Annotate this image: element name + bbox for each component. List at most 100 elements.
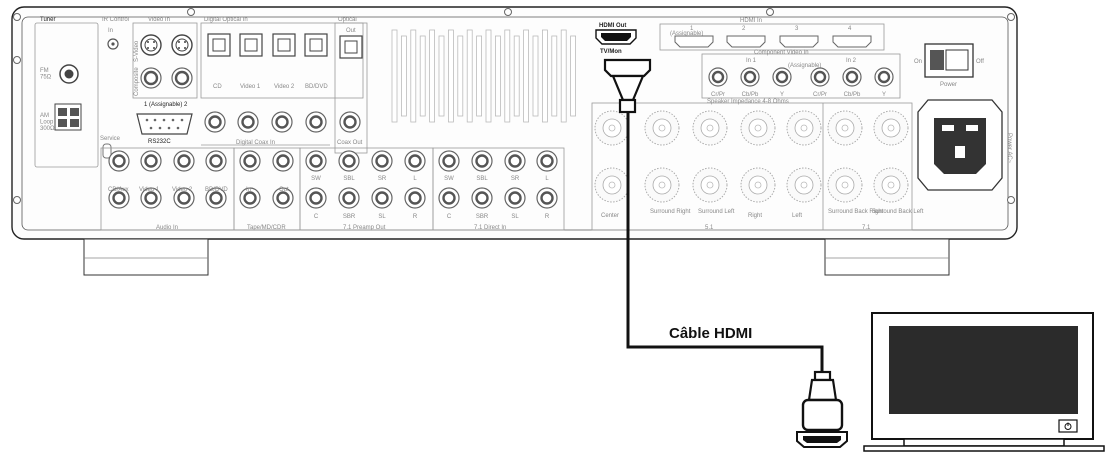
speaker-binding-post[interactable]	[594, 167, 630, 203]
hdmi-in-1-port[interactable]	[674, 35, 714, 48]
heatsink-fin	[532, 35, 539, 117]
component-title: Component Video In	[754, 50, 809, 56]
optical-in-bddvd-jack[interactable]	[304, 33, 328, 57]
component-jack-label: Y	[882, 92, 886, 98]
rs232-port[interactable]	[136, 113, 193, 135]
rca-jack[interactable]	[404, 187, 426, 209]
hdmi-in-title: HDMI In	[740, 18, 762, 24]
svideo-1-jack[interactable]	[140, 34, 162, 56]
coax-in-4-jack[interactable]	[305, 111, 327, 133]
speaker-label-surround-left: Surround Left	[698, 209, 735, 215]
heatsink-fin	[551, 35, 558, 117]
composite-1-jack[interactable]	[140, 67, 162, 89]
speaker-binding-post[interactable]	[827, 167, 863, 203]
optical-in-cd-jack[interactable]	[207, 33, 231, 57]
component-jack[interactable]	[708, 67, 728, 87]
rca-jack[interactable]	[536, 187, 558, 209]
rca-jack[interactable]	[108, 150, 130, 172]
chassis-screw	[1007, 13, 1015, 21]
component-jack[interactable]	[810, 67, 830, 87]
rca-jack[interactable]	[272, 187, 294, 209]
rca-jack[interactable]	[239, 150, 261, 172]
service-port[interactable]	[102, 143, 112, 159]
hdmi-in-2-port[interactable]	[726, 35, 766, 48]
coax-in-1-jack[interactable]	[204, 111, 226, 133]
speaker-binding-post[interactable]	[644, 167, 680, 203]
rca-jack[interactable]	[173, 150, 195, 172]
rca-jack[interactable]	[140, 187, 162, 209]
rca-jack[interactable]	[108, 187, 130, 209]
receiver-foot-left	[83, 238, 209, 276]
coax-in-3-jack[interactable]	[271, 111, 293, 133]
component-jack[interactable]	[740, 67, 760, 87]
power-switch[interactable]	[924, 43, 974, 78]
speaker-group-51: 5.1	[705, 225, 714, 231]
rca-jack[interactable]	[205, 187, 227, 209]
hdmi-cable: Câble HDMI	[603, 58, 848, 448]
component-jack-label: Y	[780, 92, 784, 98]
rca-jack[interactable]	[536, 150, 558, 172]
audio-in-title: Audio In	[156, 225, 178, 231]
rca-jack[interactable]	[272, 150, 294, 172]
speaker-binding-post[interactable]	[827, 110, 863, 146]
rca-jack[interactable]	[173, 187, 195, 209]
rca-jack[interactable]	[140, 150, 162, 172]
component-jack[interactable]	[874, 67, 894, 87]
rca-jack[interactable]	[371, 150, 393, 172]
hdmi-in-4-port[interactable]	[832, 35, 872, 48]
optical-in-video2-jack[interactable]	[272, 33, 296, 57]
ir-in-jack[interactable]	[107, 38, 119, 50]
rca-jack[interactable]	[471, 187, 493, 209]
speaker-binding-post[interactable]	[740, 167, 776, 203]
hdmi-port-tv[interactable]	[796, 431, 848, 448]
component-jack-label: Cr/Pr	[711, 92, 725, 98]
speaker-binding-post[interactable]	[786, 167, 822, 203]
rca-jack[interactable]	[471, 150, 493, 172]
component-jack[interactable]	[772, 67, 792, 87]
svideo-2-jack[interactable]	[171, 34, 193, 56]
speaker-binding-post[interactable]	[873, 167, 909, 203]
ac-power-inlet[interactable]	[917, 99, 1003, 191]
speaker-binding-post[interactable]	[692, 167, 728, 203]
rca-jack[interactable]	[438, 150, 460, 172]
rca-jack[interactable]	[438, 187, 460, 209]
speaker-binding-post[interactable]	[692, 110, 728, 146]
direct-top-label: SBL	[476, 176, 488, 182]
optical-in-video1-jack[interactable]	[239, 33, 263, 57]
rca-jack[interactable]	[504, 150, 526, 172]
rca-jack[interactable]	[371, 187, 393, 209]
composite-2-jack[interactable]	[171, 67, 193, 89]
speaker-binding-post[interactable]	[644, 110, 680, 146]
speaker-binding-post[interactable]	[786, 110, 822, 146]
coax-out-jack[interactable]	[339, 111, 361, 133]
audio-in-label-cdaux: CD/Aux	[108, 187, 129, 193]
rca-jack[interactable]	[338, 150, 360, 172]
rca-jack[interactable]	[404, 150, 426, 172]
rca-jack[interactable]	[305, 150, 327, 172]
speaker-binding-post[interactable]	[740, 110, 776, 146]
rca-jack[interactable]	[205, 150, 227, 172]
fm-antenna-jack[interactable]	[59, 64, 79, 84]
rca-jack[interactable]	[239, 187, 261, 209]
am-antenna-terminals[interactable]	[54, 103, 82, 131]
rca-jack[interactable]	[338, 187, 360, 209]
power-section: On Off Power Power AC~	[914, 43, 1012, 191]
tv-power-button[interactable]	[1058, 419, 1078, 433]
coax-section: Digital Coax In Coax Out	[201, 111, 363, 146]
hdmi-in-3-port[interactable]	[779, 35, 819, 48]
hdmi-out-port[interactable]	[595, 29, 637, 45]
rca-jack[interactable]	[504, 187, 526, 209]
coax-in-2-jack[interactable]	[237, 111, 259, 133]
video-in-title: Video In	[148, 17, 170, 23]
speaker-binding-post[interactable]	[873, 110, 909, 146]
tape-label-in: In	[246, 187, 251, 193]
heatsink-fin	[560, 29, 567, 123]
component-jack[interactable]	[842, 67, 862, 87]
speaker-binding-post[interactable]	[594, 110, 630, 146]
preamp-bottom-label: SBR	[343, 214, 356, 220]
rca-jack[interactable]	[305, 187, 327, 209]
optical-out-jack[interactable]	[339, 35, 363, 59]
speaker-section: Speaker Impedance 4-8 Ohms Center Surrou…	[591, 99, 924, 231]
speaker-label-left: Left	[792, 213, 802, 219]
heatsink-fin	[513, 35, 520, 117]
